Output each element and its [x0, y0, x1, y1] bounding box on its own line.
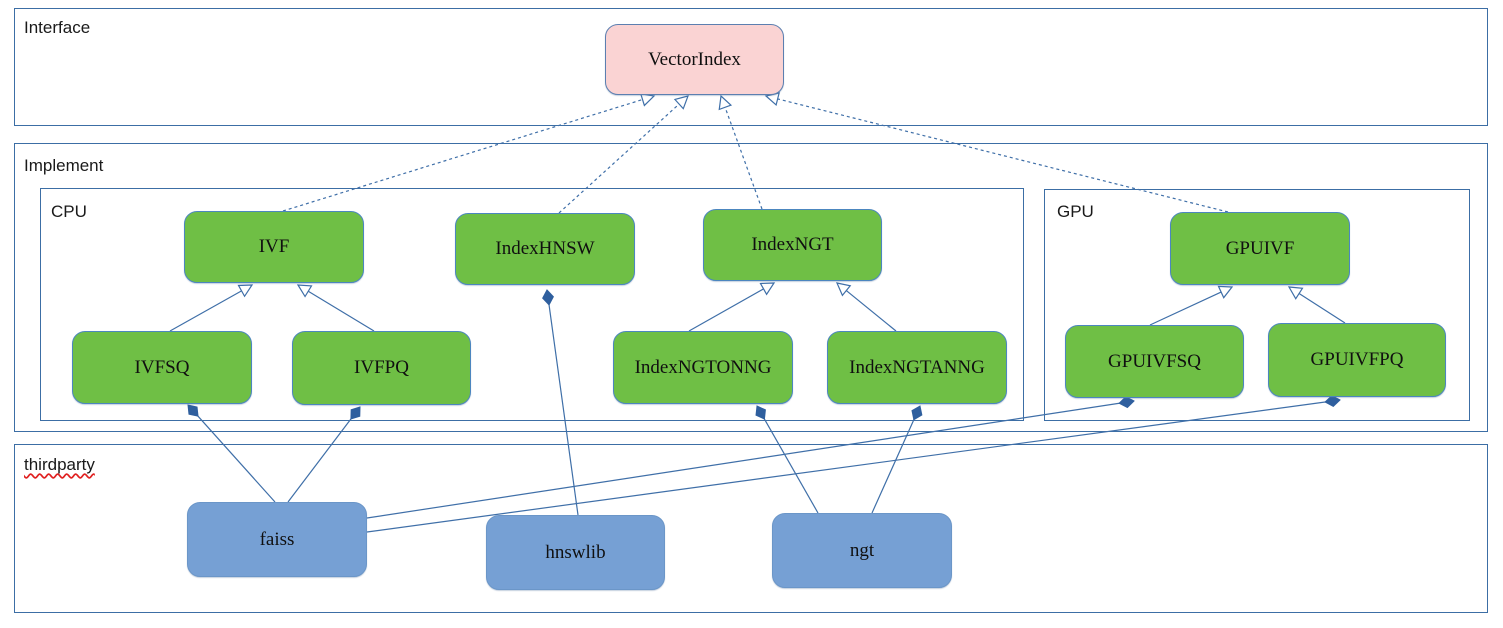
arrowhead-hollow-triangle — [1287, 286, 1304, 300]
arrowhead-filled-diamond — [350, 406, 361, 420]
edge-indexngt-to-vectorindex — [718, 94, 763, 210]
edge-faiss-to-ivfsq — [187, 404, 276, 503]
edge-ivf-to-vectorindex — [282, 92, 656, 212]
edge-gpuivf-to-vectorindex — [764, 92, 1229, 213]
edge-gpuivfsq-to-gpuivf — [1149, 285, 1234, 326]
arrowhead-filled-diamond — [1118, 396, 1135, 409]
node-label-indexngt: IndexNGT — [751, 234, 834, 255]
node-label-vectorindex: VectorIndex — [648, 48, 741, 70]
edge-ngt-to-indexngtonng — [755, 405, 819, 514]
node-label-ivf: IVF — [258, 236, 290, 257]
edge-faiss-to-gpuivfsq — [366, 396, 1135, 519]
arrowhead-hollow-triangle — [296, 284, 313, 298]
arrowhead-filled-diamond — [1324, 395, 1341, 407]
arrowhead-filled-diamond — [755, 405, 766, 420]
node-indexngtonng[interactable]: IndexNGTONNG — [613, 331, 793, 404]
node-ngt[interactable]: ngt — [772, 513, 952, 588]
node-faiss[interactable]: faiss — [187, 502, 367, 577]
package-label-interface: Interface — [24, 18, 91, 37]
node-label-gpuivfsq: GPUIVFSQ — [1108, 350, 1201, 372]
node-label-indexhnsw: IndexHNSW — [495, 238, 595, 259]
arrowhead-filled-diamond — [911, 405, 923, 421]
edge-ngt-to-indexngtanng — [871, 405, 923, 514]
node-indexngtanng[interactable]: IndexNGTANNG — [827, 331, 1007, 404]
edge-faiss-to-gpuivfpq — [366, 395, 1341, 533]
node-ivfsq[interactable]: IVFSQ — [72, 331, 252, 404]
package-interface — [14, 8, 1488, 126]
edge-faiss-to-ivfpq — [287, 406, 361, 503]
node-gpuivf[interactable]: GPUIVF — [1170, 212, 1350, 285]
node-label-faiss: faiss — [259, 528, 295, 550]
node-label-ivfsq: IVFSQ — [134, 356, 190, 378]
package-cpu — [40, 188, 1024, 421]
arrowhead-hollow-triangle — [1217, 285, 1234, 299]
node-ivfpq[interactable]: IVFPQ — [292, 331, 471, 405]
node-label-ivfpq: IVFPQ — [354, 357, 409, 378]
arrowhead-hollow-triangle — [759, 282, 776, 296]
node-ivf[interactable]: IVF — [184, 211, 364, 283]
node-label-gpuivf: GPUIVF — [1225, 237, 1295, 259]
package-label-implement: Implement — [24, 156, 104, 175]
package-thirdparty — [14, 444, 1488, 613]
arrowhead-hollow-triangle — [237, 284, 254, 298]
node-label-indexngtanng: IndexNGTANNG — [849, 356, 985, 378]
package-implement — [14, 143, 1488, 432]
node-label-hnswlib: hnswlib — [545, 541, 606, 563]
package-label-gpu: GPU — [1057, 202, 1094, 221]
edge-gpuivfpq-to-gpuivf — [1287, 286, 1346, 324]
package-gpu — [1044, 189, 1470, 421]
edge-ivfsq-to-ivf — [169, 284, 254, 332]
package-label-cpu: CPU — [51, 202, 87, 221]
node-label-ngt: ngt — [849, 539, 875, 561]
node-hnswlib[interactable]: hnswlib — [486, 515, 665, 590]
node-vectorindex[interactable]: VectorIndex — [605, 24, 784, 95]
node-gpuivfpq[interactable]: GPUIVFPQ — [1268, 323, 1446, 397]
edge-hnswlib-to-indexhnsw — [542, 289, 579, 516]
node-label-indexngtonng: IndexNGTONNG — [634, 356, 772, 378]
arrowhead-hollow-triangle — [673, 95, 689, 110]
package-label-thirdparty: thirdparty — [24, 455, 95, 474]
arrowhead-filled-diamond — [542, 289, 554, 306]
arrowhead-filled-diamond — [187, 404, 199, 417]
node-indexngt[interactable]: IndexNGT — [703, 209, 882, 281]
arrowhead-hollow-triangle — [835, 282, 852, 297]
node-gpuivfsq[interactable]: GPUIVFSQ — [1065, 325, 1244, 398]
edge-indexngtanng-to-indexngt — [835, 282, 897, 332]
edge-ivfpq-to-ivf — [296, 284, 375, 332]
edge-indexhnsw-to-vectorindex — [558, 95, 689, 214]
node-label-gpuivfpq: GPUIVFPQ — [1310, 349, 1404, 370]
arrowhead-hollow-triangle — [718, 94, 733, 111]
edge-indexngtonng-to-indexngt — [688, 282, 776, 332]
node-indexhnsw[interactable]: IndexHNSW — [455, 213, 635, 285]
